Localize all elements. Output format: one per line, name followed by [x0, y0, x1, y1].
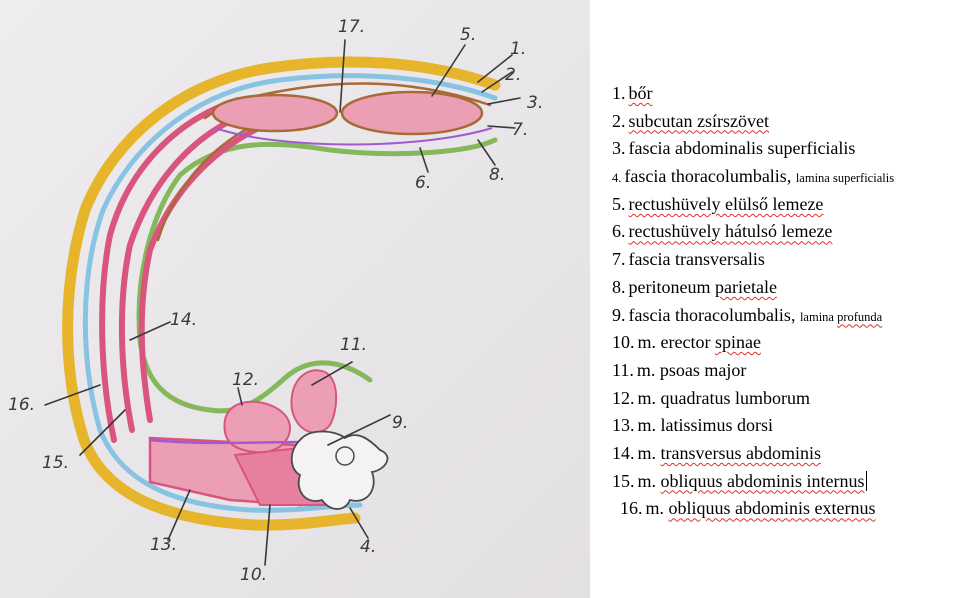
callout-8: 8. [489, 165, 505, 185]
legend-number: 12. [612, 387, 635, 408]
legend-number: 8. [612, 276, 626, 297]
legend-text: parietale [714, 276, 777, 297]
callout-1: 1. [510, 39, 526, 59]
rectus-muscles [211, 90, 493, 146]
legend-number: 4. [612, 171, 622, 186]
legend-text: fascia thoracolumbalis, [628, 304, 800, 325]
callout-2: 2. [505, 65, 521, 85]
legend-text: m. quadratus lumborum [637, 387, 810, 408]
rectus-muscle-right [340, 90, 484, 136]
legend-item: 4.fascia thoracolumbalis, lamina superfi… [612, 163, 957, 191]
legend-text: spinae [714, 332, 761, 353]
legend-number: 6. [612, 221, 626, 242]
legend-text: profunda [837, 309, 883, 324]
callout-15: 15. [42, 453, 69, 473]
subcutan-layer [82, 73, 498, 513]
callout-numbers: 17. 5. 1. 2. 3. 7. 8. 6. 9. 11. 12. 14. … [8, 17, 543, 585]
legend-text: transversus abdominis [660, 442, 821, 463]
legend-item: 14.m. transversus abdominis [612, 440, 957, 468]
legend-number: 16. [620, 498, 643, 519]
legend-text: subcutan zsírszövet [628, 110, 769, 131]
legend-text: m. latissimus dorsi [637, 415, 774, 436]
callout-11: 11. [340, 335, 367, 355]
rectus-sheath-posterior [214, 127, 493, 146]
legend-number: 13. [612, 415, 635, 436]
callout-9: 9. [392, 413, 408, 433]
legend-text: obliquus abdominis internus [660, 470, 865, 491]
legend-number: 7. [612, 249, 626, 270]
legend-item: 13.m. latissimus dorsi [612, 412, 957, 440]
body-wall-layers [62, 56, 501, 531]
skin-layer [62, 56, 501, 531]
legend-text: m. [637, 470, 661, 491]
legend-number: 2. [612, 110, 626, 131]
callout-4: 4. [360, 537, 376, 557]
legend-item: 2.subcutan zsírszövet [612, 108, 957, 136]
legend-item: 9.fascia thoracolumbalis, lamina profund… [612, 302, 957, 330]
legend-item: 11.m. psoas major [612, 357, 957, 385]
legend-text: m. [645, 498, 669, 519]
callout-13: 13. [150, 535, 177, 555]
callout-14: 14. [170, 310, 197, 330]
quadratus-lumborum-shape [223, 400, 291, 454]
legend-text: fascia transversalis [628, 249, 765, 270]
legend-item: 6.rectushüvely hátulsó lemeze [612, 218, 957, 246]
legend-item: 8.peritoneum parietale [612, 274, 957, 302]
legend-text: lamina superficialis [795, 171, 895, 186]
legend-item: 16.m. obliquus abdominis externus [612, 495, 957, 523]
legend-item: 12.m. quadratus lumborum [612, 385, 957, 413]
legend-text: fascia thoracolumbalis, [624, 166, 796, 187]
psoas-major-shape [290, 369, 338, 434]
transversus-muscle [138, 122, 268, 423]
legend-number: 10. [612, 332, 635, 353]
callout-12: 12. [232, 370, 259, 390]
callout-6: 6. [415, 173, 431, 193]
callout-7: 7. [512, 120, 528, 140]
vertebra-shape [290, 430, 389, 510]
callout-10: 10. [240, 565, 267, 585]
legend-number: 14. [612, 442, 635, 463]
externus-muscle [99, 97, 241, 443]
legend-number: 9. [612, 304, 626, 325]
legend-text: fascia abdominalis superficialis [628, 138, 856, 159]
legend-number: 3. [612, 138, 626, 159]
legend-item: 7.fascia transversalis [612, 246, 957, 274]
legend-text: lamina [799, 309, 838, 324]
legend-number: 5. [612, 193, 626, 214]
cross-section-drawing: 17. 5. 1. 2. 3. 7. 8. 6. 9. 11. 12. 14. … [0, 0, 590, 598]
legend-text: m. psoas major [636, 359, 747, 380]
legend-text: peritoneum [628, 276, 715, 297]
legend-number: 11. [612, 359, 634, 380]
legend-item: 5.rectushüvely elülső lemeze [612, 191, 957, 219]
leader-lines [44, 39, 521, 566]
callout-5: 5. [460, 25, 476, 45]
legend-text: m. erector [637, 332, 715, 353]
legend-number: 1. [612, 83, 626, 103]
vertebral-canal [335, 446, 355, 466]
legend-text: bőr [628, 83, 653, 103]
callout-3: 3. [527, 93, 543, 113]
legend-text: m. [637, 442, 661, 463]
text-cursor [865, 470, 868, 491]
fascia-purple-back [149, 438, 301, 445]
legend-number: 15. [612, 470, 635, 491]
callout-16: 16. [8, 395, 35, 415]
rectus-muscle-left [211, 93, 339, 133]
callout-17: 17. [338, 17, 365, 37]
legend-text: rectushüvely elülső lemeze [628, 193, 824, 214]
legend-item: 10.m. erector spinae [612, 329, 957, 357]
legend-item: 3.fascia abdominalis superficialis [612, 135, 957, 163]
legend-item: 15.m. obliquus abdominis internus [612, 468, 957, 496]
legend-text: obliquus abdominis externus [668, 498, 876, 519]
internus-muscle [118, 109, 253, 433]
peritoneum-layer [136, 137, 498, 414]
legend-item: 1.bőr [612, 80, 957, 108]
legend-text: rectushüvely hátulsó lemeze [628, 221, 833, 242]
